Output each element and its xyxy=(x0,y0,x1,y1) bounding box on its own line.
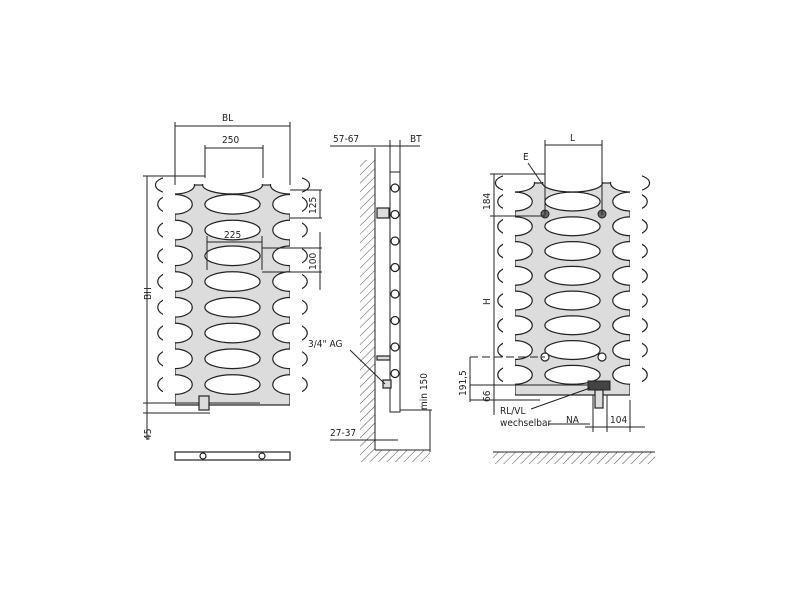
dim-191-5: 191,5 xyxy=(458,370,469,396)
dim-bt: BT xyxy=(410,134,422,145)
oval-opening xyxy=(544,290,601,311)
oval-opening xyxy=(204,322,261,344)
front-view xyxy=(154,173,311,417)
dim-100: 100 xyxy=(308,253,319,270)
dim-bh: BH xyxy=(143,287,154,300)
dim-na: NA xyxy=(566,415,580,426)
radiator-body xyxy=(174,184,291,406)
oval-opening xyxy=(544,241,601,262)
oval-opening xyxy=(204,348,261,370)
floor-hatch xyxy=(375,450,430,462)
oval-opening xyxy=(204,296,261,318)
oval-opening xyxy=(204,271,261,292)
dim-27-37: 27-37 xyxy=(330,428,356,439)
front-dimensions: BL 250 125 225 100 BH 45 xyxy=(143,113,322,440)
oval-opening xyxy=(204,219,261,241)
label-wechselbar: wechselbar xyxy=(500,418,551,429)
dim-250: 250 xyxy=(222,135,239,146)
floor-hatch-right xyxy=(493,452,655,464)
dim-184: 184 xyxy=(482,193,493,210)
oval-opening xyxy=(544,364,601,385)
dim-45: 45 xyxy=(143,429,154,440)
valve-front xyxy=(198,395,210,411)
wall-hatch xyxy=(360,160,375,462)
oval-opening xyxy=(544,315,601,336)
oval-opening xyxy=(544,340,601,361)
oval-opening xyxy=(544,191,601,212)
mounting-view xyxy=(494,171,651,407)
dim-l: L xyxy=(570,133,575,144)
label-rl-vl: RL/VL xyxy=(500,406,525,417)
oval-opening xyxy=(204,193,261,215)
dim-125: 125 xyxy=(308,197,319,214)
top-view xyxy=(174,451,291,461)
dim-225: 225 xyxy=(224,230,241,241)
radiator-body xyxy=(514,182,631,396)
dim-h: H xyxy=(482,298,493,305)
oval-opening xyxy=(544,265,601,286)
dim-min-150: min 150 xyxy=(419,373,430,410)
dim-57-67: 57-67 xyxy=(333,134,359,145)
oval-opening xyxy=(544,216,601,237)
mounting-dimensions: L E 184 H 191,5 66 RL/VL wechselbar NA 1… xyxy=(458,133,655,464)
dim-104: 104 xyxy=(610,415,627,426)
side-view: 57-67 BT 3/4" AG min 150 27-37 xyxy=(308,134,432,462)
bracket-mark-icon xyxy=(597,352,607,362)
dim-3-4-ag: 3/4" AG xyxy=(308,339,342,350)
oval-opening xyxy=(204,374,261,395)
dim-bl: BL xyxy=(222,113,233,124)
label-e: E xyxy=(523,152,529,163)
oval-opening xyxy=(204,245,261,267)
dim-66: 66 xyxy=(482,390,493,402)
